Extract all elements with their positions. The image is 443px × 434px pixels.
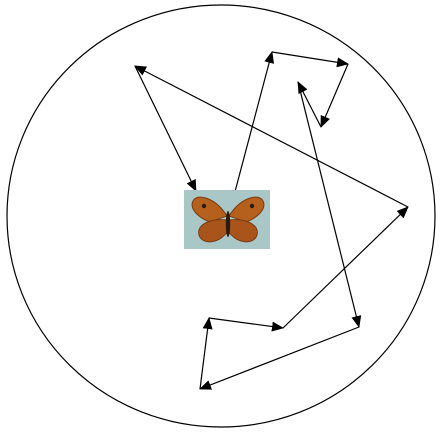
path-segment-arrow (135, 66, 408, 207)
path-segment-arrow (209, 318, 283, 328)
walk-path (135, 52, 408, 389)
path-segment-arrow (200, 327, 359, 389)
path-segment-arrow (321, 64, 348, 127)
path-segment-arrow (200, 318, 209, 389)
path-segment-arrow (135, 66, 196, 191)
path-segment-arrow (298, 82, 321, 127)
butterfly-photo (184, 190, 270, 249)
path-segment-arrow (283, 207, 408, 328)
path-segment-arrow (232, 52, 272, 203)
path-segment-arrow (272, 52, 348, 64)
path-segment-arrow (298, 82, 359, 327)
